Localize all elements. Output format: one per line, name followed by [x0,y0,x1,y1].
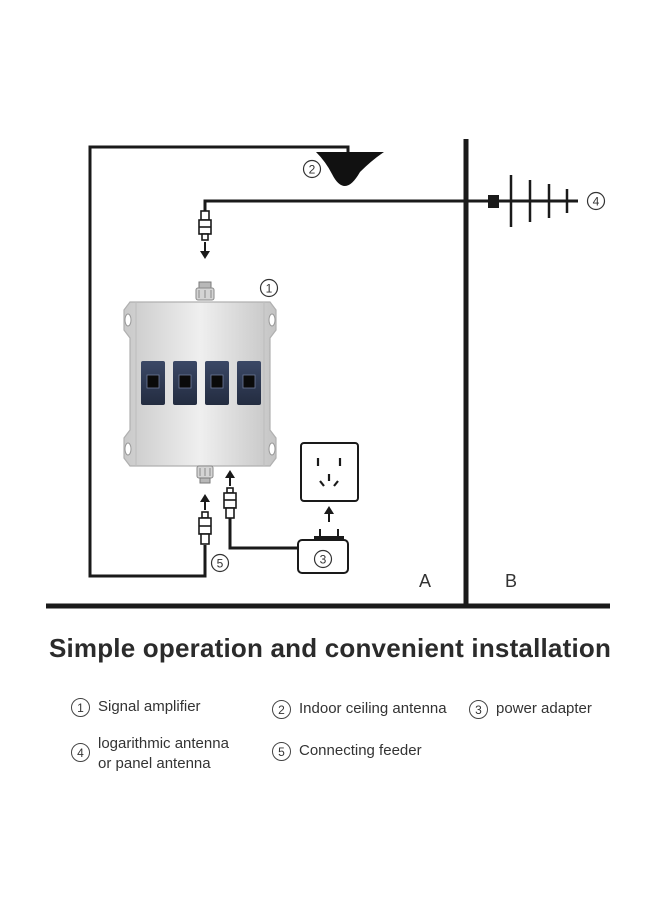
svg-text:1: 1 [266,282,273,296]
amplifier-bottom-port [196,465,214,484]
svg-text:5: 5 [217,557,224,571]
legend-number: 5 [272,742,291,761]
svg-text:3: 3 [320,553,327,567]
callout-ceiling-antenna: 2 [302,159,322,179]
outdoor-cable [203,199,493,218]
signal-amplifier [123,301,277,467]
power-connector [223,487,237,519]
display-windows [141,361,261,405]
callout-power-adapter: 3 [313,549,333,569]
legend-number: 3 [469,700,488,719]
svg-text:2: 2 [309,163,316,177]
feeder-connector [198,511,212,545]
callout-feeder: 5 [210,553,230,573]
feeder-cable [88,145,350,578]
down-arrow-icon [200,242,210,259]
legend-item-outdoor-antenna: 4 logarithmic antenna or panel antenna [71,734,229,774]
wall-socket [300,442,359,502]
legend-item-feeder: 5 Connecting feeder [272,741,422,761]
ceiling-antenna [316,152,384,186]
zone-label-indoor: A [419,571,431,591]
legend-number: 2 [272,700,291,719]
zone-label-outdoor: B [505,571,517,591]
up-arrow-icon [200,494,210,510]
page-title: Simple operation and convenient installa… [48,633,612,663]
legend-number: 4 [71,743,90,762]
legend-item-ceiling-antenna: 2 Indoor ceiling antenna [272,699,447,719]
installation-diagram: 1 2 3 4 5 A B [46,139,610,609]
outdoor-antenna [488,175,578,227]
amplifier-top-port [195,281,215,301]
legend-text: logarithmic antenna or panel antenna [98,735,229,772]
legend-item-power-adapter: 3 power adapter [469,699,592,719]
legend-item-signal-amplifier: 1 Signal amplifier [71,697,201,717]
up-arrow-icon [225,470,235,486]
callout-outdoor-antenna: 4 [586,191,606,211]
svg-text:4: 4 [593,195,600,209]
legend-number: 1 [71,698,90,717]
top-connector [198,210,212,241]
up-arrow-icon [324,506,334,522]
power-cable [228,518,300,550]
legend-text: Indoor ceiling antenna [299,700,447,717]
legend-text: Connecting feeder [299,742,422,759]
legend-text: power adapter [496,700,592,717]
legend-text: Signal amplifier [98,698,201,715]
callout-amplifier: 1 [259,278,279,298]
